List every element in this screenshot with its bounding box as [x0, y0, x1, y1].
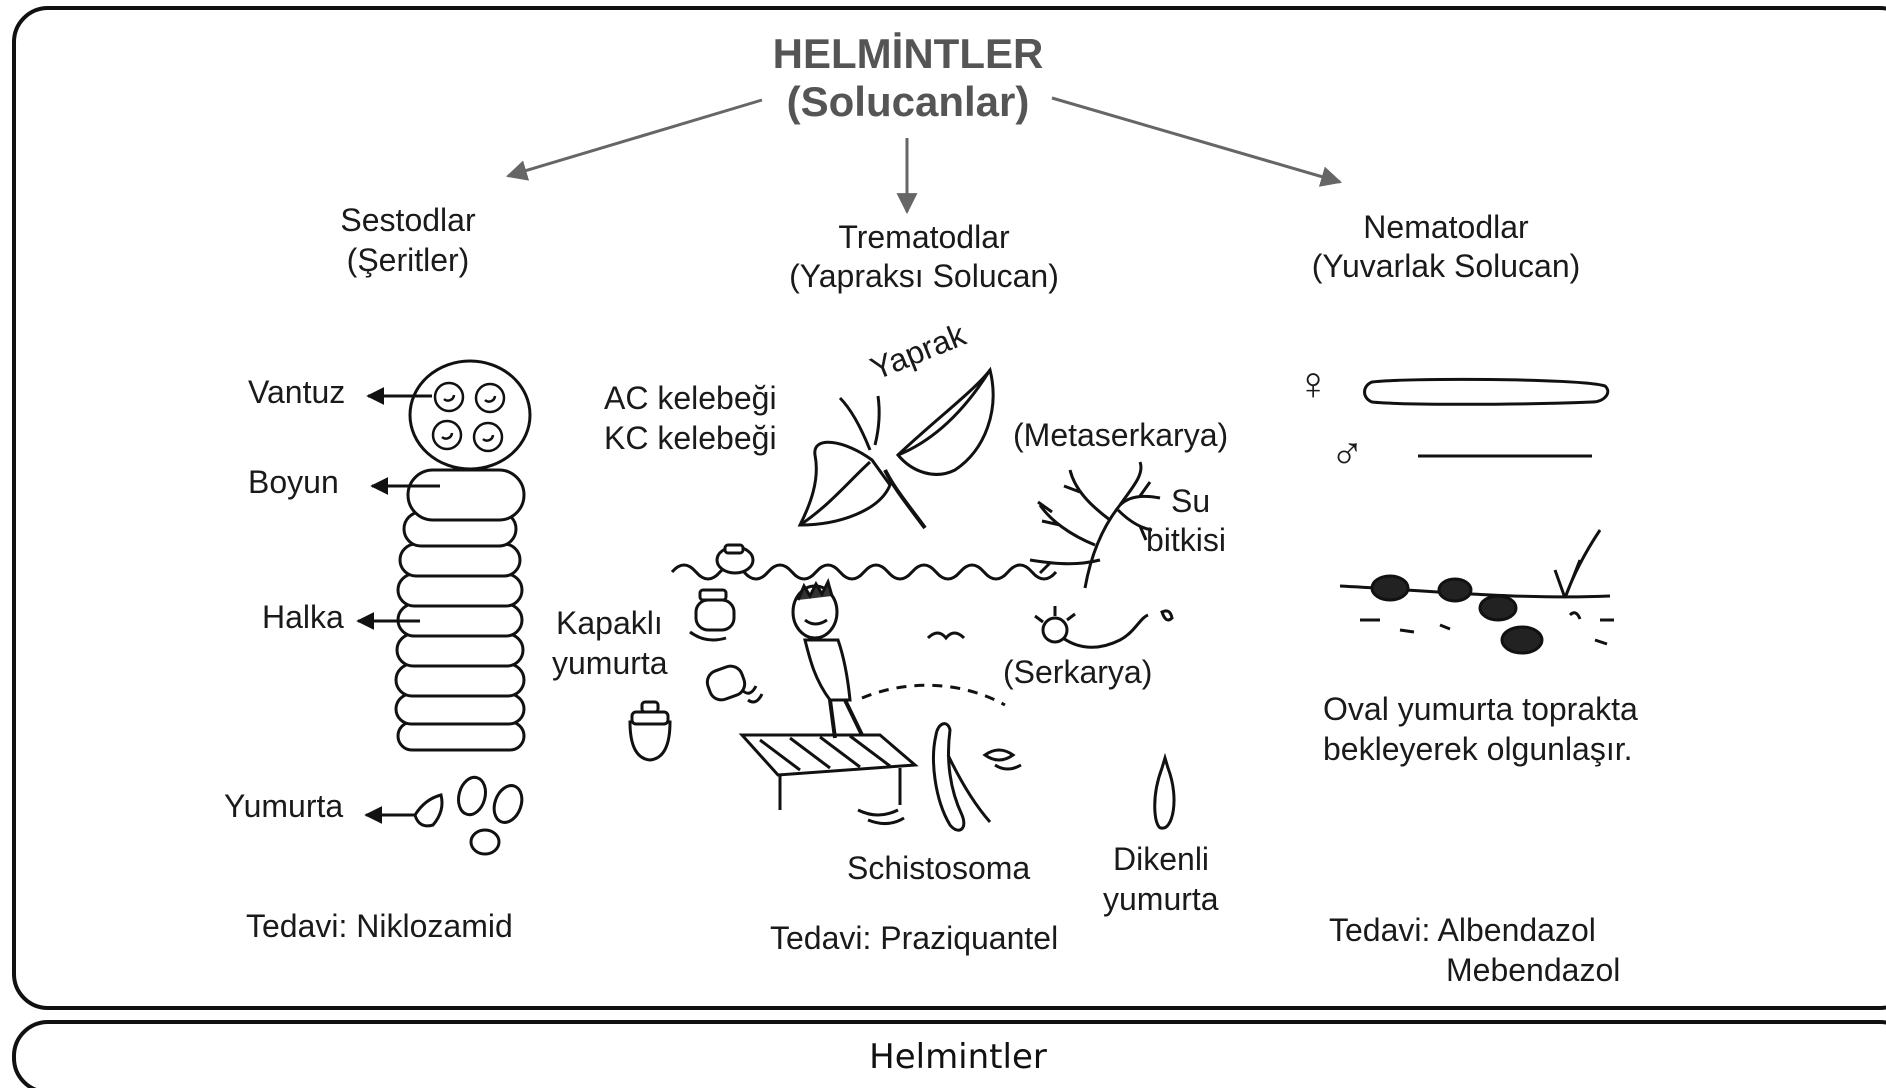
label-bitkisi: bitkisi: [1146, 522, 1227, 558]
tapeworm-pointers: [356, 387, 440, 824]
diagram-title: HELMİNTLER: [772, 30, 1044, 77]
person-on-pier-illustration: [738, 577, 1006, 810]
label-halka: Halka: [262, 599, 344, 635]
label-su: Su: [1171, 483, 1211, 519]
label-dikenli-yumurta: yumurta: [1103, 881, 1219, 917]
female-worm: [1363, 377, 1610, 406]
nematod-desc-line2: bekleyerek olgunlaşır.: [1323, 731, 1633, 767]
label-yumurta: Yumurta: [224, 788, 344, 824]
tapeworm-illustration: [394, 359, 532, 752]
title-arrows: [505, 96, 1343, 215]
soil-eggs-illustration: [1339, 529, 1614, 655]
footer-caption: Helmintler: [869, 1037, 1047, 1077]
tapeworm-eggs: [413, 775, 524, 856]
cercaria-illustration: [926, 606, 1174, 649]
sestod-subheading: (Şeritler): [346, 242, 470, 278]
water-plant-illustration: [1029, 461, 1161, 589]
label-dikenli: Dikenli: [1113, 841, 1210, 877]
schistosoma-illustration: [857, 722, 1022, 832]
label-kapakli-yumurta: yumurta: [552, 645, 668, 681]
trematod-heading: Trematodlar: [838, 219, 1010, 255]
nematod-treatment-line2: Mebendazol: [1446, 952, 1621, 988]
nematod-subheading: (Yuvarlak Solucan): [1311, 248, 1581, 284]
label-vantuz: Vantuz: [248, 374, 346, 410]
label-ac-kelebegi: AC kelebeği: [604, 380, 777, 416]
operculated-eggs: [628, 543, 764, 762]
sestod-heading: Sestodlar: [340, 202, 476, 238]
male-symbol: ♂: [1330, 427, 1365, 479]
nematod-heading: Nematodlar: [1363, 209, 1529, 245]
nematod-treatment-line1: Tedavi: Albendazol: [1329, 912, 1596, 948]
nematod-desc-line1: Oval yumurta toprakta: [1323, 691, 1638, 727]
label-kc-kelebegi: KC kelebeği: [604, 420, 777, 456]
leaf-illustration: [797, 366, 995, 530]
label-metaserkarya: (Metaserkarya): [1013, 417, 1229, 453]
female-symbol: ♀: [1296, 357, 1331, 409]
sestod-treatment: Tedavi: Niklozamid: [246, 908, 513, 944]
label-boyun: Boyun: [248, 464, 339, 500]
label-kapakli: Kapaklı: [556, 605, 663, 641]
trematod-treatment: Tedavi: Praziquantel: [770, 920, 1059, 956]
trematod-subheading: (Yapraksı Solucan): [789, 258, 1059, 294]
footer-frame: [12, 1020, 1886, 1088]
label-schistosoma: Schistosoma: [847, 850, 1031, 886]
diagram-subtitle: (Solucanlar): [786, 78, 1030, 125]
label-serkarya: (Serkarya): [1003, 654, 1153, 690]
spined-egg: [1153, 752, 1176, 830]
main-frame: [12, 6, 1886, 1010]
